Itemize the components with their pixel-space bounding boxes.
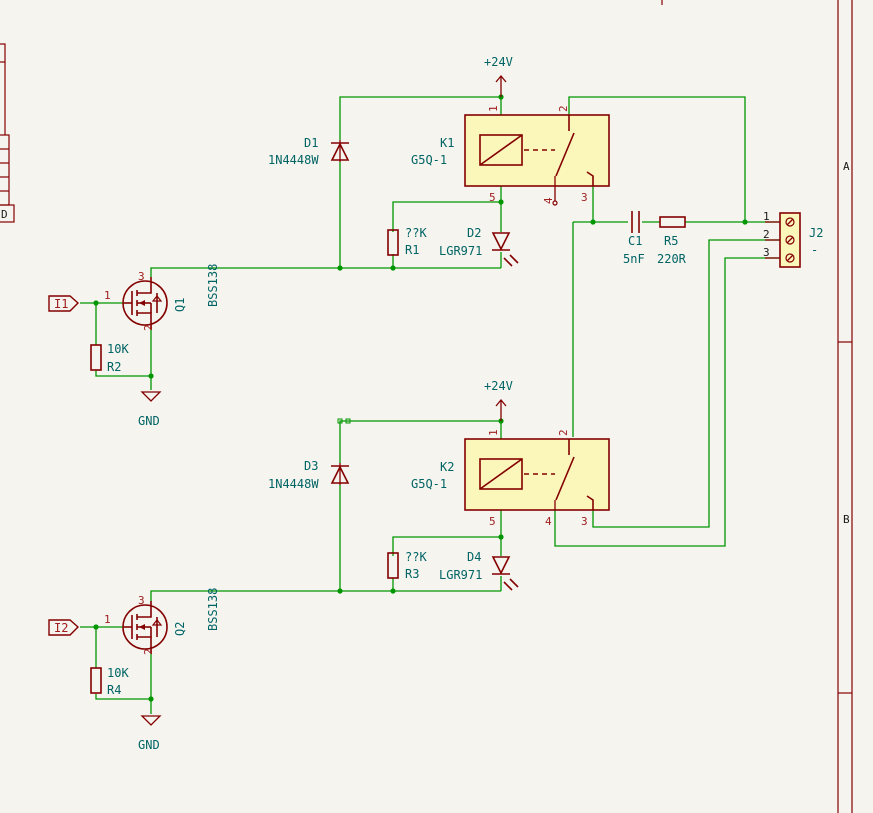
- resistor-r3-ref: R3: [405, 567, 419, 581]
- mosfet-q1[interactable]: 1 3 2 Q1 BSS138: [104, 264, 220, 331]
- frame-row-a-label: A: [843, 160, 850, 173]
- mosfet-q2-pin-drain: 3: [138, 594, 145, 607]
- relay-k1-pin-common: 2: [557, 105, 570, 112]
- resistor-r2-ref: R2: [107, 360, 121, 374]
- resistor-r1[interactable]: ??K R1: [387, 226, 427, 257]
- led-d2[interactable]: D2 LGR971: [439, 226, 519, 267]
- relay-k1-value: G5Q-1: [411, 153, 447, 167]
- diode-d1-value: 1N4448W: [268, 153, 319, 167]
- power-24v-top[interactable]: +24V: [484, 55, 513, 97]
- resistor-r5[interactable]: R5 220R: [657, 216, 687, 266]
- left-edge-fragment: D: [0, 43, 15, 223]
- gnd-top-label: GND: [138, 414, 160, 428]
- relay-k1-ref: K1: [440, 136, 454, 150]
- resistor-r2-value: 10K: [107, 342, 129, 356]
- diode-d3-ref: D3: [304, 459, 318, 473]
- input-label-i2[interactable]: I2: [48, 619, 80, 636]
- diode-d3-value: 1N4448W: [268, 477, 319, 491]
- relay-k1-pin-coil-bottom: 5: [489, 191, 496, 204]
- led-d2-value: LGR971: [439, 244, 482, 258]
- connector-j2-pin-3: 3: [763, 246, 770, 259]
- gnd-bottom[interactable]: GND: [138, 715, 162, 752]
- capacitor-c1[interactable]: C1 5nF: [623, 211, 645, 266]
- mosfet-q1-ref: Q1: [173, 298, 187, 312]
- capacitor-c1-value: 5nF: [623, 252, 645, 266]
- input-label-i2-text: I2: [54, 621, 68, 635]
- connector-j2-ref: J2: [809, 226, 823, 240]
- relay-k2-pin-coil-top: 1: [487, 429, 500, 436]
- led-d2-ref: D2: [467, 226, 481, 240]
- resistor-r1-ref: R1: [405, 243, 419, 257]
- resistor-r4[interactable]: 10K R4: [90, 666, 129, 697]
- edge-fragment-label: D: [1, 208, 8, 221]
- wires: [80, 96, 780, 714]
- relay-k1-pin-no: 3: [581, 191, 588, 204]
- mosfet-q1-pin-drain: 3: [138, 270, 145, 283]
- diode-d1-ref: D1: [304, 136, 318, 150]
- resistor-r1-value: ??K: [405, 226, 427, 240]
- mosfet-q1-pin-source: 2: [142, 324, 155, 331]
- input-label-i1[interactable]: I1: [48, 295, 80, 312]
- gnd-top[interactable]: GND: [138, 391, 162, 428]
- relay-k1-pin-nc: 4: [542, 197, 555, 204]
- resistor-r2[interactable]: 10K R2: [90, 342, 129, 374]
- junctions: [93, 94, 748, 702]
- mosfet-q2-pin-source: 2: [142, 648, 155, 655]
- mosfet-q2-value: BSS138: [206, 588, 220, 631]
- relay-k2-pin-common: 2: [557, 429, 570, 436]
- gnd-bottom-label: GND: [138, 738, 160, 752]
- mosfet-q1-pin-gate: 1: [104, 289, 111, 302]
- mosfet-q2[interactable]: 1 3 2 Q2 BSS138: [104, 588, 220, 655]
- frame-row-b-label: B: [843, 513, 850, 526]
- resistor-r5-value: 220R: [657, 252, 687, 266]
- resistor-r4-value: 10K: [107, 666, 129, 680]
- resistor-r5-ref: R5: [664, 234, 678, 248]
- mosfet-q2-ref: Q2: [173, 622, 187, 636]
- relay-k2[interactable]: 1 5 2 4 3 K2 G5Q-1: [411, 429, 610, 528]
- relay-k1-pin-coil-top: 1: [487, 105, 500, 112]
- relay-k2-pin-nc: 4: [545, 515, 552, 528]
- relay-k2-ref: K2: [440, 460, 454, 474]
- connector-j2-value: -: [811, 243, 818, 257]
- led-d4[interactable]: D4 LGR971: [439, 550, 519, 591]
- resistor-r4-ref: R4: [107, 683, 121, 697]
- led-d4-value: LGR971: [439, 568, 482, 582]
- relay-k2-value: G5Q-1: [411, 477, 447, 491]
- connector-j2-pin-1: 1: [763, 210, 770, 223]
- mosfet-q1-value: BSS138: [206, 264, 220, 307]
- resistor-r3-value: ??K: [405, 550, 427, 564]
- relay-k2-pin-no: 3: [581, 515, 588, 528]
- resistor-r3[interactable]: ??K R3: [387, 550, 427, 581]
- capacitor-c1-ref: C1: [628, 234, 642, 248]
- connector-j2[interactable]: 1 2 3 J2 -: [763, 210, 823, 268]
- mosfet-q2-pin-gate: 1: [104, 613, 111, 626]
- relay-k2-pin-coil-bottom: 5: [489, 515, 496, 528]
- power-24v-bottom-label: +24V: [484, 379, 513, 393]
- connector-j2-pin-2: 2: [763, 228, 770, 241]
- relay-k1[interactable]: 1 5 2 4 3 K1 G5Q-1: [411, 105, 610, 206]
- power-24v-bottom[interactable]: +24V: [484, 379, 513, 421]
- diode-d1[interactable]: D1 1N4448W: [268, 136, 350, 167]
- sheet-frame: A B: [661, 0, 853, 813]
- led-d4-ref: D4: [467, 550, 481, 564]
- input-label-i1-text: I1: [54, 297, 68, 311]
- diode-d3[interactable]: D3 1N4448W: [268, 459, 350, 491]
- power-24v-top-label: +24V: [484, 55, 513, 69]
